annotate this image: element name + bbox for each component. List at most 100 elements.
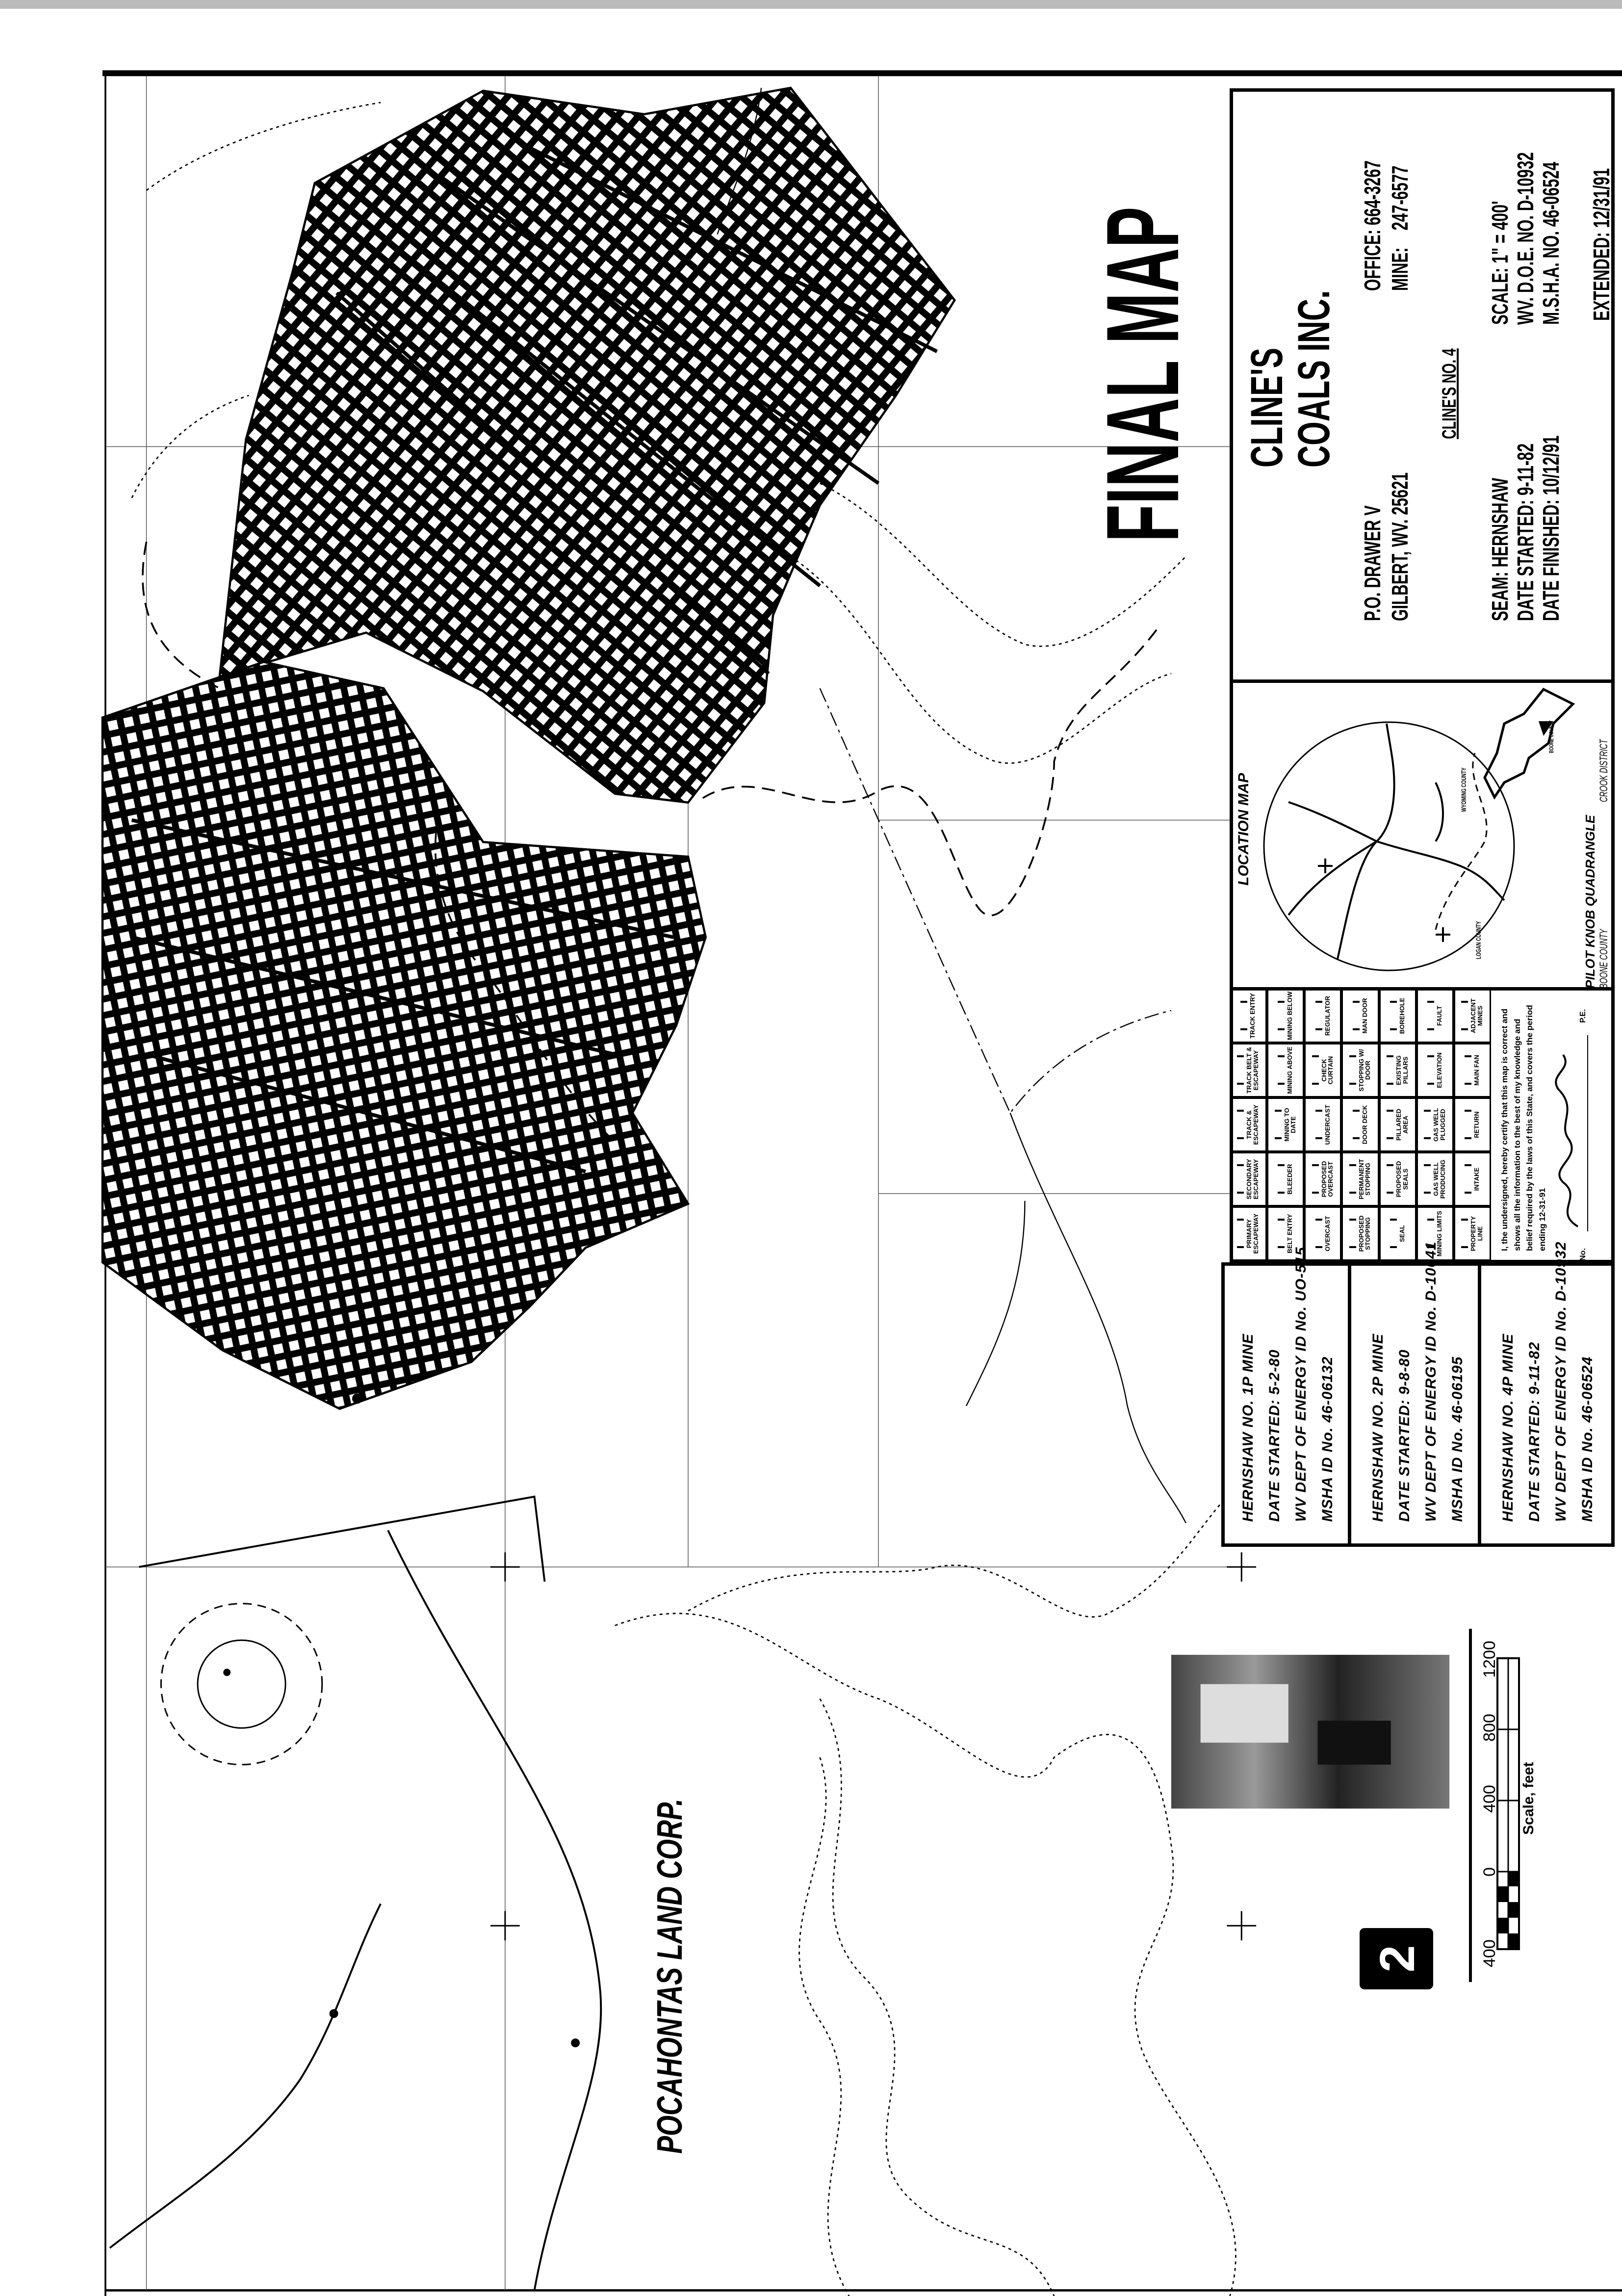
legend-label: ADJACENT MINES bbox=[1469, 998, 1484, 1033]
legend-label: REGULATOR bbox=[1323, 995, 1331, 1036]
legend-label: CHECK CURTAIN bbox=[1320, 1056, 1335, 1085]
legend-label: DOOR DECK bbox=[1361, 1105, 1368, 1145]
legend-symbol-icon bbox=[1424, 1164, 1431, 1194]
dashed-contours bbox=[142, 542, 1158, 1143]
legend-symbol-icon bbox=[1278, 1001, 1285, 1031]
contour-lines bbox=[131, 102, 1236, 2296]
mine-wv-id: WV DEPT OF ENERGY ID No. UO-515 bbox=[1293, 1247, 1309, 1522]
legend-label: PROPERTY LINE bbox=[1469, 1216, 1484, 1252]
legend-label: PROPOSED STOPPING bbox=[1357, 1215, 1372, 1252]
engineer-signature bbox=[1555, 1035, 1588, 1231]
legend-symbol-icon bbox=[1237, 1110, 1244, 1140]
scale-tick-label: 0 bbox=[1480, 1867, 1499, 1877]
legend-symbol-icon bbox=[1424, 1110, 1431, 1140]
legend-item: RETURN bbox=[1453, 1097, 1491, 1152]
legend-symbol-icon bbox=[1427, 1001, 1434, 1031]
legend-item: SEAL bbox=[1379, 1206, 1416, 1261]
mine-panel-4p: HERNSHAW NO. 4P MINE DATE STARTED: 9-11-… bbox=[1481, 1241, 1611, 1545]
legend-label: TRACK BELT & ESCAPEWAY bbox=[1245, 1046, 1260, 1094]
legend-label: INTAKE bbox=[1473, 1167, 1481, 1191]
mine-wv-id: WV DEPT OF ENERGY ID No. D-10641 bbox=[1423, 1241, 1439, 1522]
legend-item: BOREHOLE bbox=[1379, 989, 1416, 1043]
legend-item: GAS WELL PLUGGED bbox=[1416, 1097, 1454, 1152]
scale-bar-labels: 400 0 400 800 1200 Scale, feet bbox=[1480, 1641, 1537, 1967]
legend-item: MAN DOOR bbox=[1341, 989, 1379, 1043]
address-line1: P.O. DRAWER V bbox=[1360, 505, 1385, 621]
legend-label: BOREHOLE bbox=[1398, 997, 1406, 1034]
legend-item: FAULT bbox=[1416, 989, 1454, 1043]
legend-item: TRACK & ESCAPEWAY bbox=[1230, 1097, 1267, 1152]
legend-symbol-icon bbox=[1465, 1055, 1472, 1085]
legend-symbol-icon bbox=[1312, 1164, 1319, 1194]
legend-symbol-icon bbox=[1237, 1219, 1244, 1249]
mine-name: CLINE'S NO. 4 bbox=[1439, 348, 1460, 439]
main-entries bbox=[131, 137, 938, 1174]
legend-symbol-icon bbox=[1461, 1001, 1468, 1031]
district-note: CROOK DISTRICT bbox=[1597, 739, 1610, 802]
legend-symbol-icon bbox=[1386, 1055, 1393, 1085]
legend-symbol-icon bbox=[1461, 1219, 1468, 1249]
quadrangle-label: PILOT KNOB QUADRANGLE bbox=[1583, 815, 1597, 989]
legend-item: MINING TO DATE bbox=[1267, 1097, 1305, 1152]
legend-item: PROPOSED SEALS bbox=[1379, 1152, 1416, 1206]
date-finished: DATE FINISHED: 10/12/91 bbox=[1538, 435, 1564, 621]
legend-item: PILLARED AREA bbox=[1379, 1097, 1416, 1152]
legend-symbol-icon bbox=[1390, 1001, 1397, 1031]
wv-doe-number: WV. D.O.E. NO. D-10932 bbox=[1513, 152, 1538, 325]
legend-item: TRACK BELT & ESCAPEWAY bbox=[1230, 1043, 1267, 1097]
legend-item: STOPPING W/ DOOR bbox=[1341, 1043, 1379, 1097]
legend-symbol-icon bbox=[1352, 1110, 1360, 1140]
msha-number: M.S.H.A. NO. 46-06524 bbox=[1538, 161, 1564, 325]
legend-label: ELEVATION bbox=[1435, 1052, 1443, 1088]
map-title-container: FINAL MAP bbox=[1085, 191, 1200, 542]
property-lines bbox=[109, 1495, 602, 2291]
legend-item: INTAKE bbox=[1453, 1152, 1491, 1206]
legend-symbol-icon bbox=[1465, 1110, 1472, 1140]
legend-symbol-icon bbox=[1237, 1164, 1244, 1194]
scale-bar bbox=[1469, 1629, 1520, 1982]
legend-item: UNDERCAST bbox=[1304, 1097, 1342, 1152]
legend-item: ADJACENT MINES bbox=[1453, 989, 1491, 1043]
legend-frame bbox=[1230, 987, 1615, 1263]
grid-cross-marks bbox=[490, 1552, 1257, 1941]
location-map-drawing bbox=[1263, 687, 1575, 971]
scale-tick-label: 400 bbox=[1480, 1785, 1499, 1813]
legend-item: MINING BELOW bbox=[1267, 989, 1305, 1043]
legend-symbol-icon bbox=[1349, 1219, 1356, 1249]
legend-label: OVERCAST bbox=[1323, 1216, 1331, 1252]
legend-symbol-icon bbox=[1349, 1164, 1356, 1194]
location-label-logan: LOGAN COUNTY bbox=[1474, 921, 1482, 959]
legend-item: EXISTING PILLARS bbox=[1379, 1043, 1416, 1097]
legend-label: EXISTING PILLARS bbox=[1394, 1055, 1409, 1085]
legend-label: BLEEDER bbox=[1286, 1164, 1294, 1195]
sheet-number: 2 bbox=[1370, 1945, 1425, 1973]
mine-date-started: DATE STARTED: 9-8-80 bbox=[1396, 1349, 1413, 1522]
scale-unit-label: Scale, feet bbox=[1520, 1762, 1537, 1835]
date-started: DATE STARTED: 9-11-82 bbox=[1513, 443, 1538, 621]
owner-label-container: POCAHONTAS LAND CORP. bbox=[650, 1722, 701, 2154]
mine-id-frame bbox=[1221, 1262, 1615, 1547]
mine-date-started: DATE STARTED: 5-2-80 bbox=[1266, 1349, 1283, 1522]
title-block-frame bbox=[1230, 88, 1615, 683]
legend-label: PROPOSED OVERCAST bbox=[1320, 1161, 1335, 1198]
scanned-photo-strip bbox=[1171, 1655, 1450, 1809]
legend-symbol-icon bbox=[1240, 1001, 1248, 1031]
legend-item: BLEEDER bbox=[1267, 1152, 1305, 1206]
legend-symbol-icon bbox=[1315, 1001, 1322, 1031]
legend-symbol-icon bbox=[1312, 1055, 1319, 1085]
legend-item: PRIMARY ESCAPEWAY bbox=[1230, 1206, 1267, 1261]
legend-symbol-icon bbox=[1278, 1055, 1285, 1085]
address-line2: GILBERT, WV. 25621 bbox=[1387, 472, 1413, 621]
legend-label: BELT ENTRY bbox=[1286, 1214, 1294, 1253]
mine-wv-id: WV DEPT OF ENERGY ID No. D-10932 bbox=[1553, 1241, 1569, 1522]
legend-symbol-icon bbox=[1274, 1110, 1282, 1140]
legend-label: STOPPING W/ DOOR bbox=[1357, 1049, 1372, 1092]
certification-text: I, the undersigned, hereby certify that … bbox=[1500, 1005, 1547, 1251]
owner-label: POCAHONTAS LAND CORP. bbox=[650, 1798, 690, 2154]
legend-symbol-icon bbox=[1349, 1055, 1356, 1085]
mine-name: HERNSHAW NO. 4P MINE bbox=[1500, 1333, 1516, 1522]
streams bbox=[717, 87, 1186, 1523]
legend-item: REGULATOR bbox=[1304, 989, 1342, 1043]
